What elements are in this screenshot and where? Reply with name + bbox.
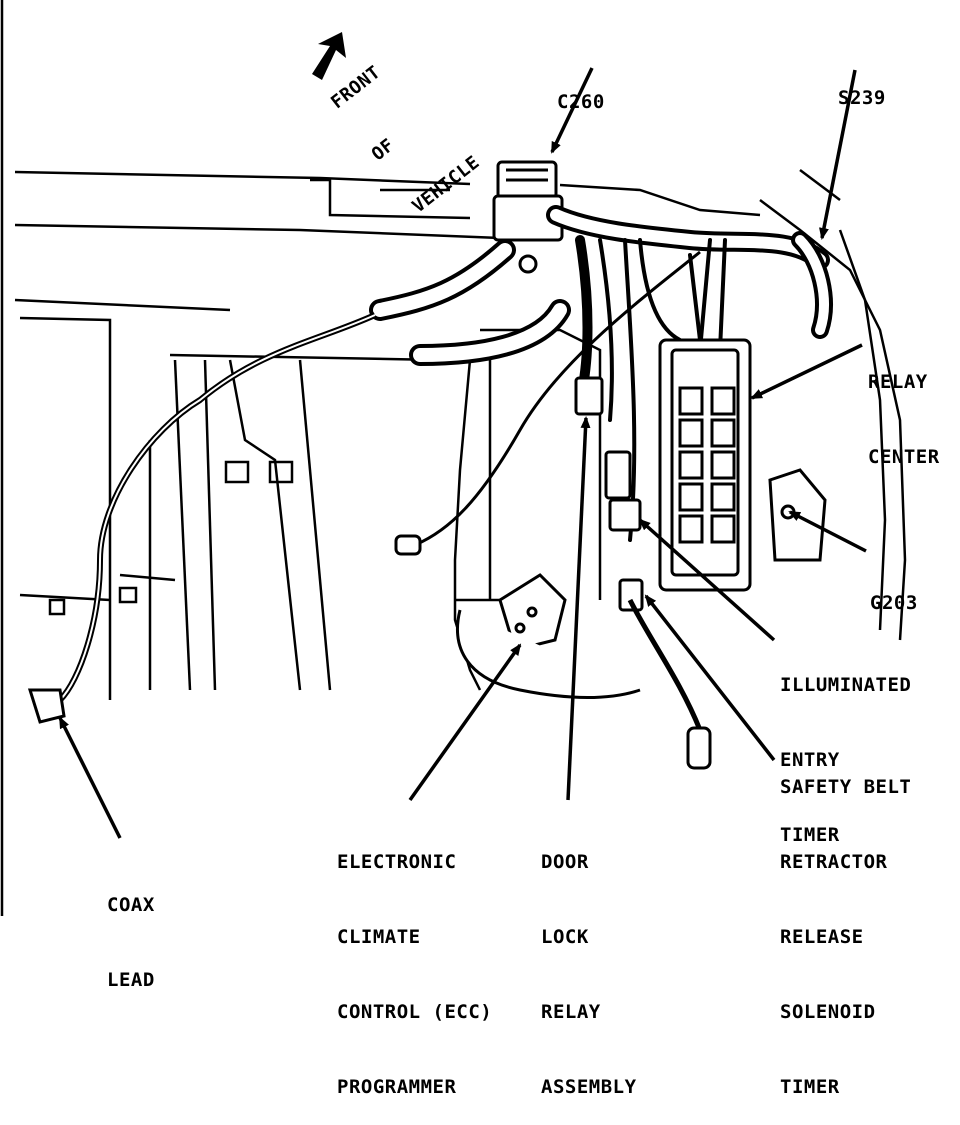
safety-belt-timer-line: TIMER xyxy=(780,1076,840,1098)
door-lock-relay-line: RELAY xyxy=(541,1001,601,1023)
door-lock-relay-line: LOCK xyxy=(541,926,589,948)
ecc-programmer-label: ELECTRONIC CLIMATE CONTROL (ECC) PROGRAM… xyxy=(337,800,492,1125)
timers-and-relays xyxy=(574,376,644,612)
g203-label: G203 xyxy=(870,541,918,641)
front-label-line: OF xyxy=(367,134,399,166)
vehicle-body-structure xyxy=(0,0,907,916)
s239-label-text: S239 xyxy=(838,87,886,109)
illuminated-entry-timer-line: TIMER xyxy=(780,824,840,846)
illuminated-entry-timer-line: ENTRY xyxy=(780,749,840,771)
relay-center-label-line: CENTER xyxy=(868,446,940,468)
front-label-line: FRONT xyxy=(327,61,385,114)
door-lock-relay-line: ASSEMBLY xyxy=(541,1076,637,1098)
safety-belt-timer-line: RELEASE xyxy=(780,926,864,948)
relay-center-label: RELAY CENTER xyxy=(868,320,940,495)
callout-arrows xyxy=(58,67,867,839)
relay-center-label-line: RELAY xyxy=(868,371,928,393)
ecc-programmer xyxy=(456,573,641,699)
ecc-programmer-line: CLIMATE xyxy=(337,926,421,948)
coax-lead-cable xyxy=(57,312,377,703)
g203-label-text: G203 xyxy=(870,592,918,614)
door-lock-relay-line: DOOR xyxy=(541,851,589,873)
ecc-programmer-line: PROGRAMMER xyxy=(337,1076,457,1098)
illuminated-entry-timer-label: ILLUMINATED ENTRY TIMER xyxy=(780,623,911,873)
wire-harness xyxy=(369,205,833,542)
safety-belt-timer-line: RETRACTOR xyxy=(780,851,888,873)
c260-label-text: C260 xyxy=(557,91,605,113)
ecc-programmer-line: CONTROL (ECC) xyxy=(337,1001,493,1023)
s239-label: S239 xyxy=(838,36,886,136)
coax-lead-plug xyxy=(27,688,66,724)
coax-lead-line: COAX xyxy=(107,894,155,916)
coax-lead-line: LEAD xyxy=(107,969,155,991)
front-direction-arrow xyxy=(312,32,346,80)
door-lock-relay-label: DOOR LOCK RELAY ASSEMBLY xyxy=(541,800,637,1125)
safety-belt-timer-line: SOLENOID xyxy=(780,1001,876,1023)
relay-center xyxy=(658,338,752,592)
component-location-diagram xyxy=(0,0,907,916)
safety-belt-timer-line: SAFETY BELT xyxy=(780,776,912,798)
illuminated-entry-timer-line: ILLUMINATED xyxy=(780,674,912,696)
c260-connector xyxy=(492,160,564,274)
c260-label: C260 xyxy=(557,40,605,140)
safety-belt-timer-label: SAFETY BELT RETRACTOR RELEASE SOLENOID T… xyxy=(780,725,911,1125)
ecc-programmer-line: ELECTRONIC xyxy=(337,851,457,873)
coax-lead-label: COAX LEAD xyxy=(107,843,155,1018)
